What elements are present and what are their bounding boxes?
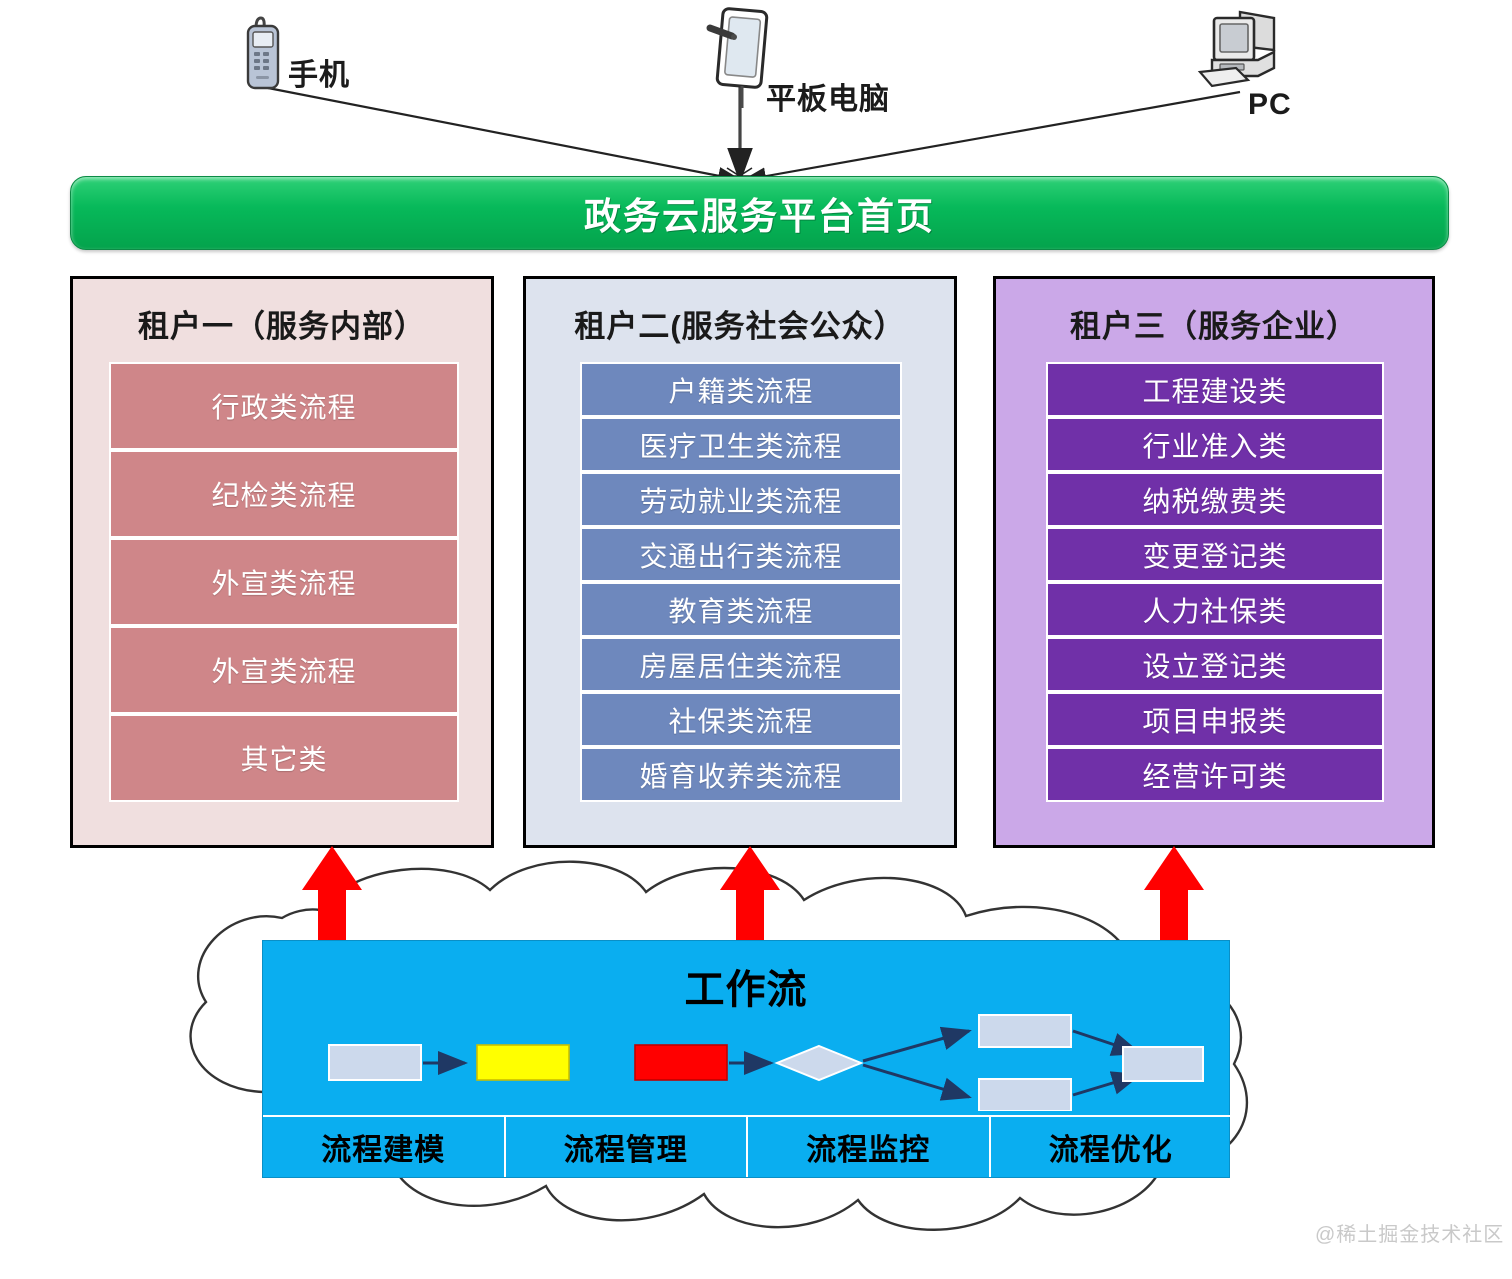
- list-item[interactable]: 社保类流程: [580, 692, 902, 747]
- mobile-phone-label: 手机: [288, 59, 350, 92]
- flow-node-branch-a: [978, 1014, 1072, 1048]
- list-item[interactable]: 交通出行类流程: [580, 527, 902, 582]
- flow-node-start: [328, 1044, 422, 1081]
- tenant-panel-3: 租户三（服务企业） 工程建设类 行业准入类 纳税缴费类 变更登记类 人力社保类 …: [993, 276, 1435, 848]
- workflow-mini-flowchart: [328, 1014, 1204, 1111]
- list-item[interactable]: 教育类流程: [580, 582, 902, 637]
- flow-node-alert: [634, 1044, 728, 1081]
- list-item[interactable]: 外宣类流程: [109, 538, 459, 626]
- flow-node-end: [1122, 1046, 1204, 1082]
- workflow-panel: 工作流 流程建模 流程管理 流程监控 流程优化: [262, 940, 1231, 1178]
- workflow-tab-bar: 流程建模 流程管理 流程监控 流程优化: [263, 1115, 1231, 1177]
- list-item[interactable]: 医疗卫生类流程: [580, 417, 902, 472]
- list-item[interactable]: 工程建设类: [1046, 362, 1384, 417]
- tablet-label: 平板电脑: [766, 83, 890, 116]
- list-item[interactable]: 外宣类流程: [109, 626, 459, 714]
- list-item[interactable]: 行政类流程: [109, 362, 459, 450]
- list-item[interactable]: 纪检类流程: [109, 450, 459, 538]
- tab-process-management[interactable]: 流程管理: [506, 1117, 748, 1177]
- flow-node-branch-b: [978, 1078, 1072, 1111]
- tenant-3-title: 租户三（服务企业）: [1070, 309, 1358, 344]
- list-item[interactable]: 变更登记类: [1046, 527, 1384, 582]
- pc-label: PC: [1248, 88, 1292, 121]
- watermark-label: @稀土掘金技术社区: [1315, 1224, 1505, 1246]
- tenant-3-item-list: 工程建设类 行业准入类 纳税缴费类 变更登记类 人力社保类 设立登记类 项目申报…: [996, 362, 1432, 816]
- tenant-1-title: 租户一（服务内部）: [138, 309, 426, 344]
- tab-process-modeling[interactable]: 流程建模: [263, 1117, 506, 1177]
- list-item[interactable]: 其它类: [109, 714, 459, 802]
- desktop-pc-icon: [1196, 6, 1292, 103]
- list-item[interactable]: 经营许可类: [1046, 747, 1384, 802]
- tenant-1-item-list: 行政类流程 纪检类流程 外宣类流程 外宣类流程 其它类: [73, 362, 491, 816]
- tablet-icon: [702, 4, 778, 113]
- list-item[interactable]: 人力社保类: [1046, 582, 1384, 637]
- page-title: 政务云服务平台首页: [584, 196, 935, 237]
- list-item[interactable]: 纳税缴费类: [1046, 472, 1384, 527]
- workflow-title: 工作流: [684, 968, 808, 1012]
- flow-node-highlight: [476, 1044, 570, 1081]
- tenant-2-title: 租户二(服务社会公众）: [574, 309, 906, 344]
- tab-process-monitoring[interactable]: 流程监控: [748, 1117, 991, 1177]
- list-item[interactable]: 项目申报类: [1046, 692, 1384, 747]
- tenant-panel-1: 租户一（服务内部） 行政类流程 纪检类流程 外宣类流程 外宣类流程 其它类: [70, 276, 494, 848]
- list-item[interactable]: 房屋居住类流程: [580, 637, 902, 692]
- list-item[interactable]: 劳动就业类流程: [580, 472, 902, 527]
- list-item[interactable]: 行业准入类: [1046, 417, 1384, 472]
- tab-process-optimization[interactable]: 流程优化: [1048, 1134, 1173, 1167]
- flow-node-decision: [774, 1044, 864, 1082]
- list-item[interactable]: 设立登记类: [1046, 637, 1384, 692]
- mobile-phone-icon: [236, 16, 296, 101]
- list-item[interactable]: 婚育收养类流程: [580, 747, 902, 802]
- tenant-panel-2: 租户二(服务社会公众） 户籍类流程 医疗卫生类流程 劳动就业类流程 交通出行类流…: [523, 276, 957, 848]
- platform-banner[interactable]: 政务云服务平台首页: [70, 176, 1449, 250]
- list-item[interactable]: 户籍类流程: [580, 362, 902, 417]
- tenant-2-item-list: 户籍类流程 医疗卫生类流程 劳动就业类流程 交通出行类流程 教育类流程 房屋居住…: [526, 362, 954, 816]
